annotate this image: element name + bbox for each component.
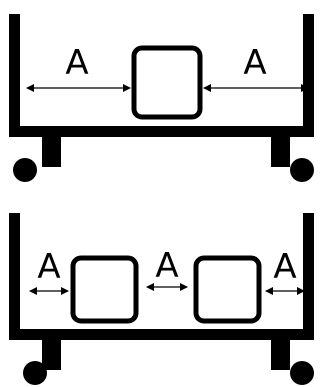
bottom-left-gap-label: A (37, 247, 60, 287)
bottom-middle-gap-label: A (155, 246, 178, 286)
top-cart-box (134, 48, 200, 117)
top-cart-left-wall (9, 14, 20, 137)
top-cart: A A (9, 14, 314, 182)
top-cart-right-leg (271, 137, 290, 167)
top-cart-right-wheel (290, 158, 314, 182)
bottom-cart-right-leg (271, 340, 290, 370)
top-cart-floor (9, 126, 314, 137)
bottom-cart-right-wall (303, 213, 314, 340)
top-cart-left-leg (42, 137, 61, 167)
bottom-cart-box-left (73, 258, 136, 321)
bottom-cart-box-right (196, 258, 259, 321)
top-cart-left-wheel (13, 158, 37, 182)
bottom-cart-floor (9, 329, 314, 340)
bottom-cart-right-wheel (290, 361, 314, 385)
top-left-gap-label: A (65, 43, 88, 83)
bottom-right-gap-label: A (273, 247, 296, 287)
bottom-cart: A A A (9, 213, 314, 385)
top-cart-right-wall (303, 14, 314, 137)
bottom-cart-left-leg (42, 340, 61, 370)
bottom-cart-left-wheel (23, 361, 47, 385)
bottom-cart-left-wall (9, 213, 20, 340)
top-right-gap-label: A (243, 43, 266, 83)
